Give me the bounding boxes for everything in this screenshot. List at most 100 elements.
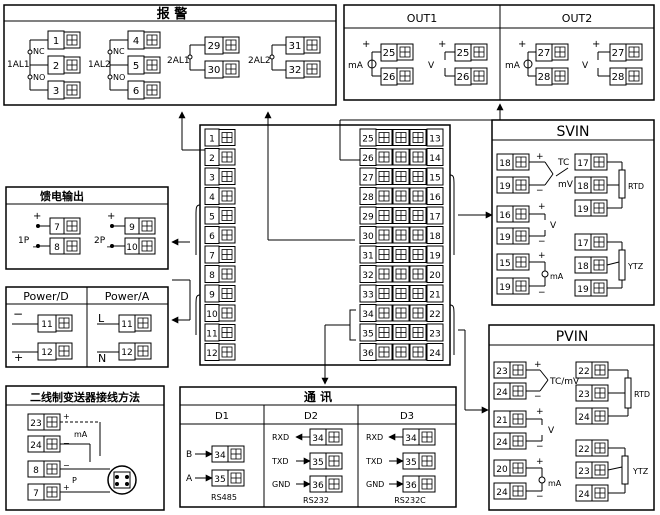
- pvin-panel: PVIN 23 24 + − TC/mV 22 23 24 RTD 21 24 …: [488, 324, 655, 511]
- out1-terminal-25: 25: [380, 43, 414, 62]
- svg-text:8: 8: [209, 271, 215, 281]
- center-terminal-7: 7: [204, 245, 236, 264]
- svg-text:19: 19: [577, 205, 589, 215]
- svg-text:mA: mA: [550, 272, 564, 281]
- svg-text:2: 2: [53, 61, 59, 72]
- svg-text:28: 28: [612, 72, 625, 83]
- center-terminal-30: 30: [359, 226, 427, 244]
- svg-text:27: 27: [538, 48, 551, 59]
- svg-text:D2: D2: [304, 411, 318, 422]
- svg-text:19: 19: [577, 285, 589, 295]
- svg-text:3: 3: [53, 86, 59, 97]
- svg-text:35: 35: [214, 475, 225, 485]
- svg-text:36: 36: [405, 481, 417, 491]
- out2v-terminal-28: 28: [609, 67, 643, 86]
- comm-panel: 通 讯 D1 D2 D3 B A 34 35 RS485 RXD TXD GND…: [179, 386, 457, 508]
- svin-panel: SVIN 18 19 + − TC mV 17 18 19 RTD 16 19 …: [491, 119, 655, 306]
- pvin-t23: 23: [493, 361, 527, 379]
- svg-text:36: 36: [312, 481, 324, 491]
- svg-text:+: +: [63, 483, 70, 492]
- svg-text:19: 19: [499, 283, 511, 293]
- svg-text:NC: NC: [113, 47, 125, 56]
- center-terminal-23: 23: [426, 323, 444, 342]
- svg-text:V: V: [582, 61, 589, 71]
- svg-text:N: N: [98, 352, 106, 365]
- terminal-1: 1: [47, 30, 81, 50]
- terminal-5: 5: [127, 55, 161, 75]
- svg-text:19: 19: [499, 182, 511, 192]
- svg-text:34: 34: [362, 310, 374, 320]
- d2-terminal-34: 34: [309, 428, 343, 446]
- svg-text:24: 24: [429, 349, 441, 359]
- svin-v-t19: 19: [496, 227, 530, 245]
- svg-text:6: 6: [133, 86, 139, 97]
- svg-text:11: 11: [206, 330, 217, 340]
- center-terminal-2: 2: [204, 148, 236, 166]
- svg-text:28: 28: [362, 193, 374, 203]
- out2-title: OUT2: [562, 12, 592, 25]
- svg-text:B: B: [186, 450, 192, 460]
- svg-text:−: −: [106, 242, 114, 253]
- svg-text:34: 34: [312, 434, 324, 444]
- svg-text:12: 12: [206, 349, 217, 359]
- center-terminal-15: 15: [426, 167, 444, 186]
- two-wire-title: 二线制变送器接线方法: [30, 390, 140, 404]
- svg-text:TXD: TXD: [365, 457, 383, 466]
- svg-text:12: 12: [121, 348, 132, 358]
- svg-text:NO: NO: [113, 73, 125, 82]
- svg-text:+: +: [534, 360, 542, 370]
- svg-text:−: −: [538, 288, 546, 298]
- center-terminal-32: 32: [359, 265, 427, 283]
- svg-text:2P: 2P: [94, 236, 106, 246]
- svg-text:V: V: [428, 61, 435, 71]
- svin-rtd-t19: 19: [574, 199, 608, 217]
- out1v-terminal-25: 25: [454, 43, 488, 62]
- svg-text:26: 26: [383, 72, 396, 83]
- center-terminal-14: 14: [426, 148, 444, 166]
- center-terminal-1: 1: [204, 128, 236, 147]
- svg-text:+: +: [33, 211, 41, 222]
- power-d-title: Power/D: [23, 290, 68, 303]
- power-a-terminal-11: 11: [118, 314, 152, 333]
- terminal-2: 2: [47, 55, 81, 75]
- svg-text:26: 26: [362, 154, 374, 164]
- svg-text:+: +: [14, 351, 23, 364]
- svg-text:30: 30: [362, 232, 374, 242]
- svin-ytz-t17: 17: [574, 233, 608, 251]
- svg-text:YTZ: YTZ: [627, 262, 644, 271]
- feed-terminal-10: 10: [124, 237, 156, 255]
- power-d-terminal-11: 11: [37, 314, 73, 333]
- svg-text:32: 32: [289, 65, 302, 76]
- svg-text:D3: D3: [400, 411, 414, 422]
- svg-text:RXD: RXD: [272, 433, 289, 442]
- svg-text:18: 18: [499, 159, 511, 169]
- svg-text:15: 15: [429, 174, 440, 184]
- alarm-title: 报 警: [157, 6, 188, 22]
- svg-text:19: 19: [499, 233, 511, 243]
- center-terminal-22: 22: [426, 304, 444, 322]
- out1-title: OUT1: [407, 12, 437, 25]
- svg-text:28: 28: [538, 72, 551, 83]
- terminal-32: 32: [285, 60, 321, 79]
- svg-text:25: 25: [457, 48, 470, 59]
- d2-terminal-35: 35: [309, 452, 343, 470]
- svg-text:+: +: [538, 251, 546, 261]
- svg-text:V: V: [550, 221, 557, 231]
- svg-text:mA: mA: [348, 61, 364, 71]
- center-terminal-3: 3: [204, 167, 236, 186]
- svg-text:1P: 1P: [18, 236, 30, 246]
- svg-text:RXD: RXD: [366, 433, 383, 442]
- svg-text:+: +: [592, 39, 600, 50]
- center-terminal-10: 10: [204, 304, 236, 322]
- svg-text:7: 7: [209, 252, 215, 262]
- pvin-t24: 24: [493, 382, 527, 400]
- svg-text:RTD: RTD: [634, 390, 650, 399]
- svg-text:18: 18: [577, 262, 589, 272]
- center-terminal-18: 18: [426, 226, 444, 244]
- svg-text:23: 23: [429, 330, 440, 340]
- svin-ytz-t19: 19: [574, 279, 608, 297]
- svg-text:22: 22: [429, 310, 440, 320]
- svg-text:23: 23: [496, 367, 507, 377]
- out1-terminal-26: 26: [380, 67, 414, 86]
